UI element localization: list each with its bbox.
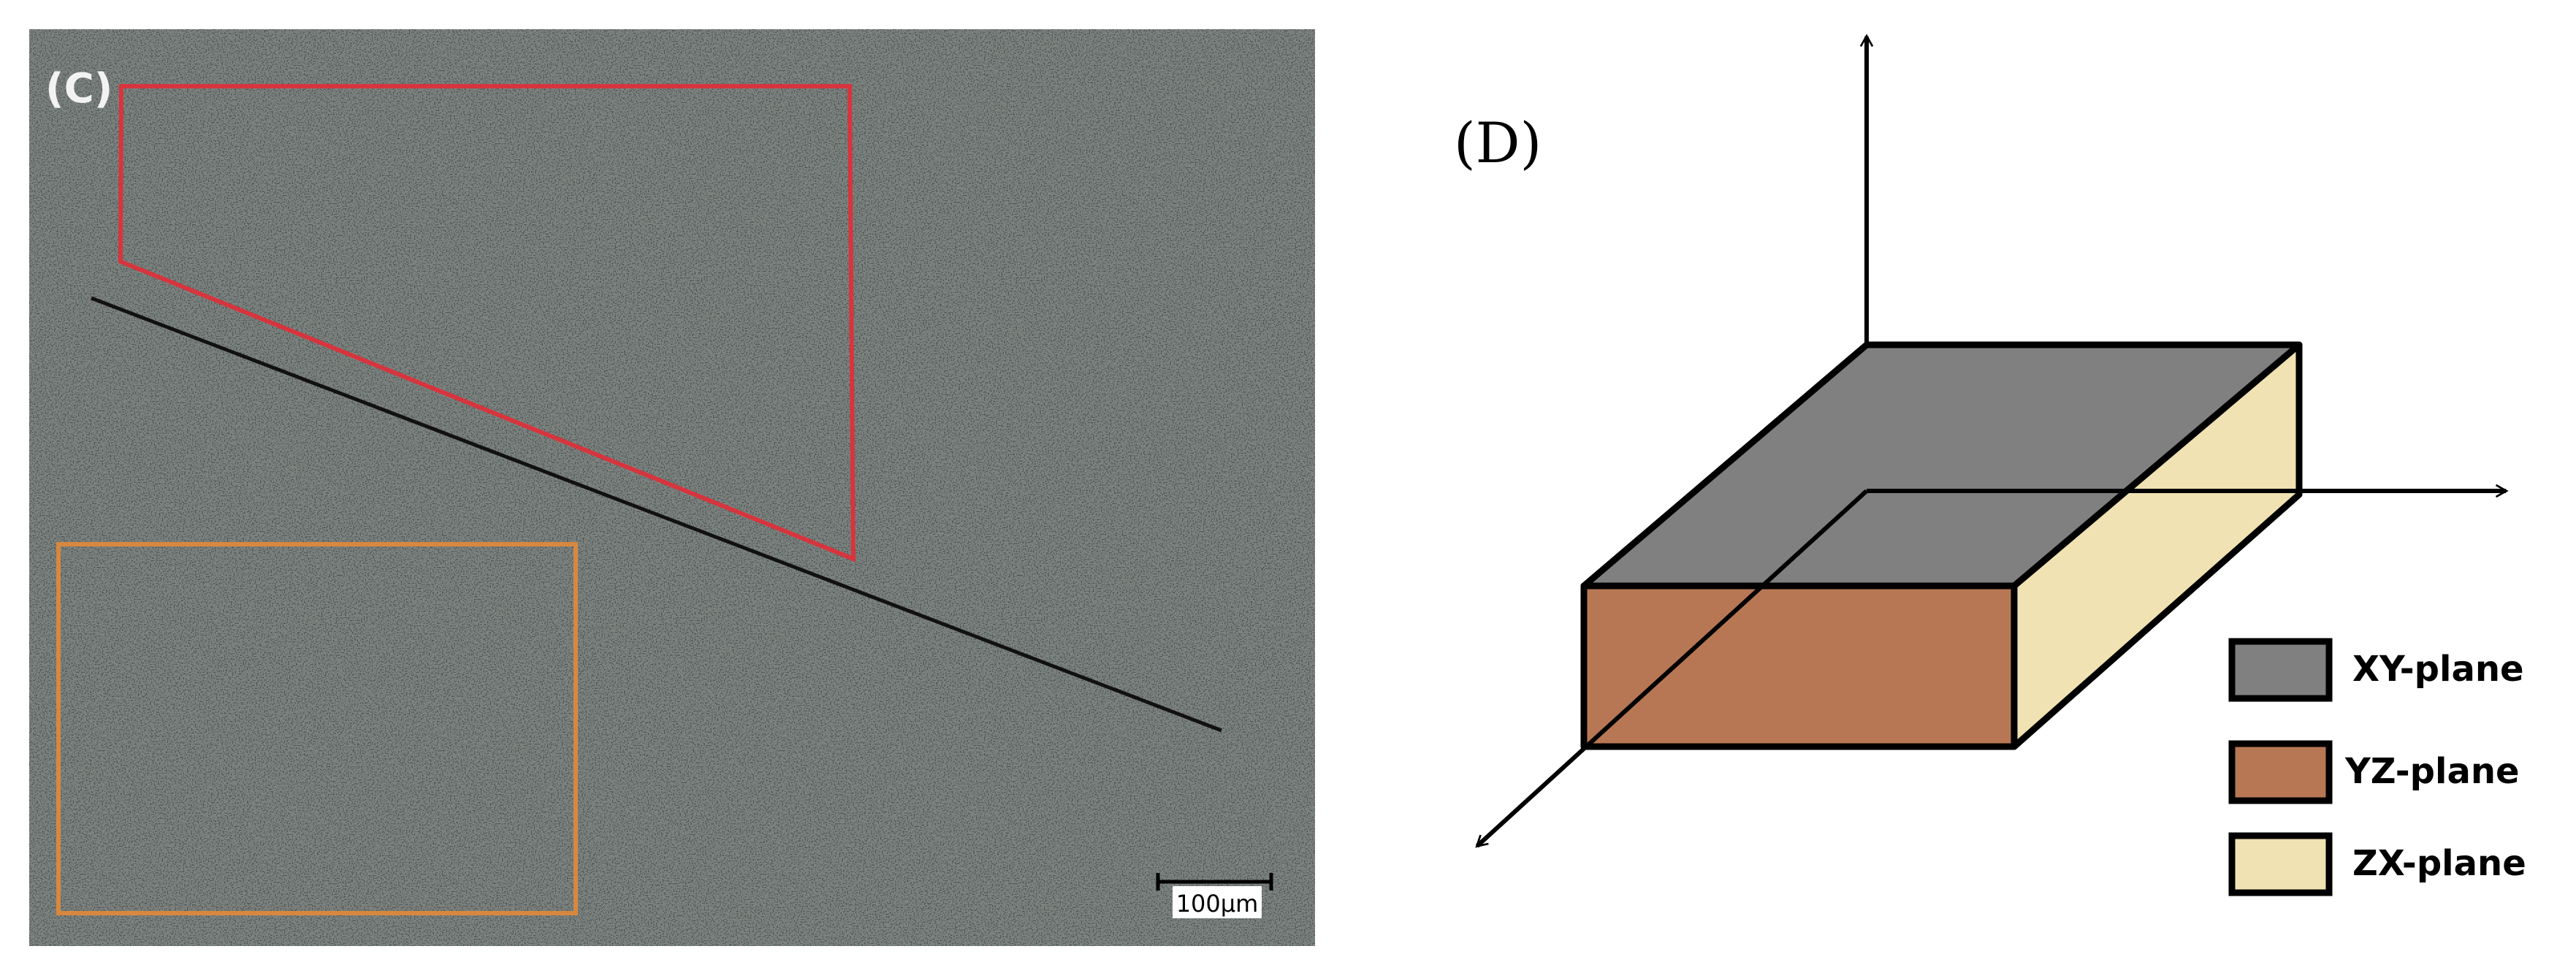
- red-trapezoid-region: [118, 84, 856, 563]
- legend-label-zx: ZX-plane: [2352, 843, 2526, 884]
- legend-swatch-xy: [2228, 638, 2333, 702]
- diagonal-axis-arrow: [1477, 489, 1869, 846]
- panel-c-label: (C): [45, 65, 113, 113]
- legend-swatch-zx: [2228, 832, 2333, 896]
- orange-rectangle-region: [56, 542, 578, 915]
- scale-bar-label: 100μm: [1176, 890, 1259, 918]
- zx-plane-face: [2011, 341, 2303, 750]
- panel-d-diagram: (D) XY-plane YZ-plane ZX-plane: [1454, 37, 2526, 896]
- legend: XY-plane YZ-plane ZX-plane: [2228, 638, 2526, 896]
- scale-bar: 100μm: [1156, 873, 1273, 918]
- black-diagonal-line: [91, 296, 1222, 733]
- legend-label-xy: XY-plane: [2352, 649, 2524, 690]
- panel-d-label: (D): [1454, 110, 1542, 175]
- panel-c-micrograph: (C) 100μm: [29, 29, 1315, 946]
- legend-swatch-yz: [2228, 740, 2333, 804]
- legend-label-yz: YZ-plane: [2344, 751, 2520, 792]
- yz-plane-face: [1580, 582, 2018, 750]
